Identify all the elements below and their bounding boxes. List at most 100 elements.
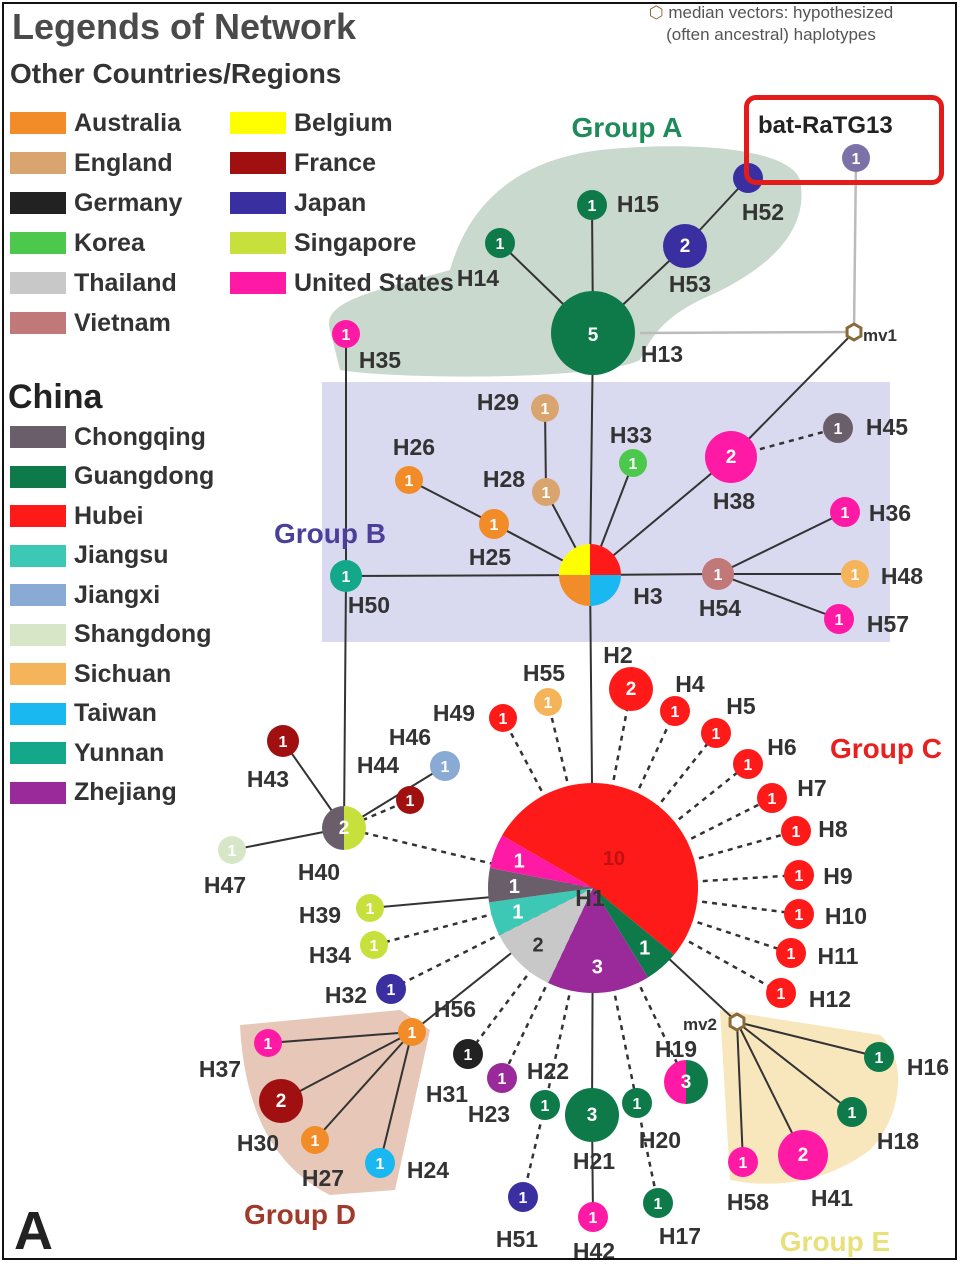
- node-count: 1: [342, 327, 351, 344]
- node-label: H4: [675, 671, 705, 697]
- group-label-c: Group C: [830, 733, 942, 764]
- highlight-box: [744, 95, 944, 185]
- node-label: H25: [469, 544, 511, 570]
- pie-slice-chongqing: [322, 806, 344, 850]
- node-mv2[interactable]: mv2: [683, 1012, 746, 1034]
- edge-mv2-H18: [736, 1021, 853, 1113]
- node-count: 1: [441, 759, 450, 776]
- slice-count: 1: [514, 850, 525, 872]
- legend-label: Germany: [74, 188, 183, 217]
- pie-slice-thailand: [499, 888, 593, 983]
- node-circle: [778, 1130, 828, 1180]
- edge-H56-H30: [280, 1031, 413, 1102]
- legend-swatch: [10, 623, 66, 646]
- legend-label: United States: [294, 268, 454, 297]
- node-label: H9: [823, 863, 852, 889]
- node-label: H16: [907, 1054, 949, 1080]
- group-e-region: [720, 1010, 899, 1184]
- node-count: 1: [852, 151, 861, 168]
- node-count: 1: [714, 567, 723, 584]
- legend-swatch: [230, 192, 286, 214]
- legend-item-belgium: Belgium: [230, 108, 393, 138]
- edge-mv1-RaTG13: [852, 157, 858, 333]
- node-count: 2: [798, 1145, 809, 1166]
- node-circle: [766, 978, 796, 1008]
- node-h5[interactable]: 1H5: [701, 693, 756, 748]
- legend-item-zhejiang: Zhejiang: [10, 778, 177, 808]
- node-h46[interactable]: 1 H46: [389, 724, 460, 781]
- node-h6[interactable]: 1H6: [733, 734, 797, 779]
- node-circle: [531, 394, 559, 422]
- node-label: H46: [389, 724, 431, 750]
- node-label: H7: [797, 775, 826, 801]
- median-vector-icon: ⬡: [648, 3, 669, 22]
- node-mv1[interactable]: mv1: [845, 322, 897, 345]
- edge-H56-H37: [267, 1031, 413, 1044]
- node-h3[interactable]: H3: [559, 544, 663, 609]
- node-circle: [781, 816, 811, 846]
- node-circle: [660, 696, 690, 726]
- node-ratg13[interactable]: 1: [842, 144, 870, 172]
- node-h4[interactable]: 1H4: [660, 671, 705, 726]
- legend-item-korea: Korea: [10, 228, 145, 258]
- legend-swatch: [230, 272, 286, 294]
- legend-label: Shangdong: [74, 620, 212, 648]
- node-label: H50: [348, 592, 390, 618]
- panel-letter: A: [14, 1201, 53, 1261]
- legend-item-singapore: Singapore: [230, 228, 416, 258]
- node-label: H54: [699, 595, 741, 621]
- node-h2[interactable]: 2H2: [603, 642, 653, 711]
- node-circle: [301, 1126, 329, 1154]
